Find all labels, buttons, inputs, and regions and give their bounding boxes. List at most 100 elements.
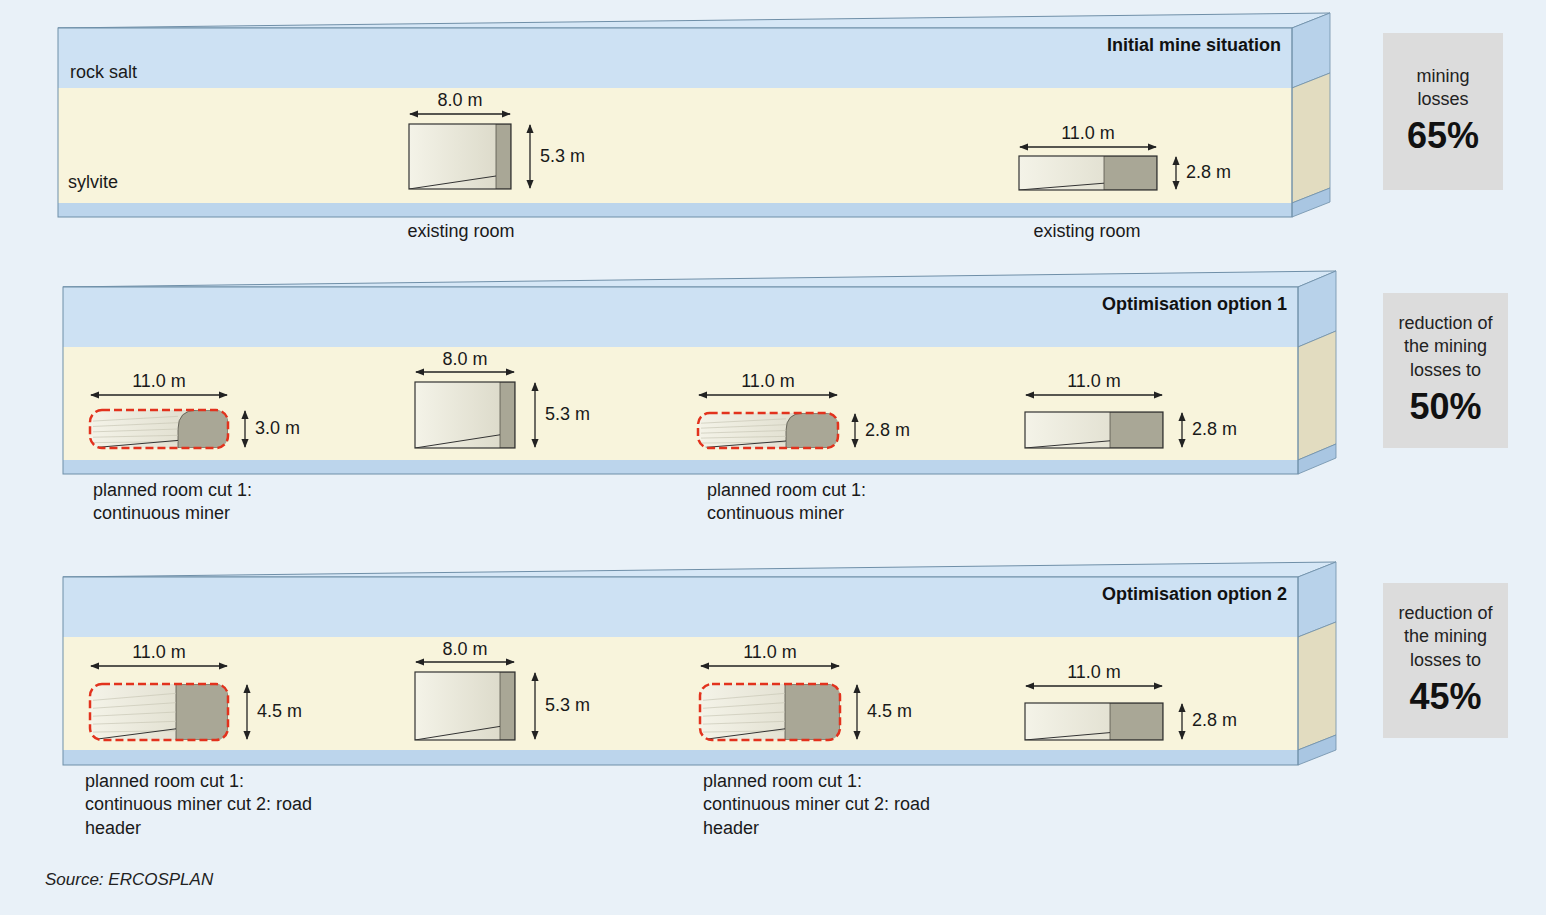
back-wall bbox=[500, 382, 515, 448]
hatch-line bbox=[93, 429, 178, 432]
hatch-line bbox=[93, 416, 178, 421]
dimension-arrow bbox=[91, 394, 227, 395]
hatch-line bbox=[93, 435, 178, 437]
dimension-arrow bbox=[416, 661, 514, 662]
dimension-label: 8.0 m bbox=[442, 349, 487, 371]
rock-section bbox=[63, 562, 1336, 765]
sylvite-layer bbox=[63, 347, 1298, 460]
dimension-label: 2.8 m bbox=[865, 420, 910, 442]
loss-caption: reduction of the mining losses to bbox=[1395, 312, 1496, 382]
planned-room bbox=[90, 684, 228, 740]
planned-outline bbox=[700, 684, 840, 740]
loss-percent: 45% bbox=[1409, 674, 1481, 719]
dimension-arrow bbox=[416, 371, 514, 372]
planned-outline bbox=[698, 413, 838, 448]
layer-name: rock salt bbox=[70, 62, 137, 84]
room-caption: planned room cut 1: continuous miner bbox=[93, 479, 323, 526]
rock-salt-layer bbox=[63, 287, 1298, 347]
section-title: Optimisation option 2 bbox=[1102, 584, 1287, 605]
floor-line bbox=[1019, 183, 1104, 190]
section-panel: Initial mine situation bbox=[58, 28, 1292, 217]
rock-salt-layer bbox=[63, 577, 1298, 637]
dimension-label: 4.5 m bbox=[867, 701, 912, 723]
dimension-arrows bbox=[91, 114, 1182, 739]
base-layer bbox=[58, 203, 1292, 217]
floor-line bbox=[415, 726, 500, 740]
room-caption: planned room cut 1: continuous miner bbox=[707, 479, 937, 526]
dimension-label: 11.0 m bbox=[132, 371, 186, 393]
base-layer bbox=[63, 460, 1298, 474]
dimension-label: 11.0 m bbox=[741, 371, 795, 393]
dimension-label: 8.0 m bbox=[437, 90, 482, 112]
dimension-label: 2.8 m bbox=[1186, 162, 1231, 184]
room-outline bbox=[415, 672, 515, 740]
side-face bbox=[1292, 188, 1330, 217]
dimension-label: 11.0 m bbox=[1061, 123, 1115, 145]
dimension-label: 8.0 m bbox=[442, 639, 487, 661]
back-wall bbox=[1110, 703, 1163, 740]
floor-line bbox=[415, 435, 500, 448]
back-wall bbox=[496, 124, 511, 189]
dimension-label: 2.8 m bbox=[1192, 419, 1237, 441]
room-opening bbox=[415, 382, 515, 448]
existing-room bbox=[415, 382, 515, 448]
dimension-arrow bbox=[854, 414, 855, 447]
floor-line bbox=[1025, 441, 1110, 448]
existing-room bbox=[1019, 156, 1157, 190]
room-opening bbox=[1025, 703, 1163, 740]
hatch-line bbox=[701, 436, 786, 438]
dimension-arrow bbox=[1026, 394, 1162, 395]
back-wall bbox=[785, 684, 840, 740]
back-wall bbox=[176, 684, 228, 740]
existing-room bbox=[409, 124, 511, 189]
dimension-arrow bbox=[1020, 146, 1156, 147]
sylvite-layer bbox=[63, 637, 1298, 750]
dimension-arrow bbox=[246, 685, 247, 739]
section-title: Optimisation option 1 bbox=[1102, 294, 1287, 315]
dimension-arrow bbox=[701, 665, 839, 666]
dimension-arrow bbox=[534, 383, 535, 447]
back-wall bbox=[1110, 412, 1163, 448]
existing-room bbox=[1025, 703, 1163, 740]
planned-outline bbox=[90, 410, 228, 448]
floor-line bbox=[409, 176, 496, 189]
planned-outline bbox=[90, 684, 228, 740]
dimension-arrow bbox=[244, 411, 245, 447]
loss-box: mining losses65% bbox=[1383, 33, 1503, 190]
floor-line bbox=[1025, 733, 1110, 740]
dimension-label: 5.3 m bbox=[545, 404, 590, 426]
section-title: Initial mine situation bbox=[1107, 35, 1281, 56]
side-face bbox=[1298, 444, 1336, 474]
rock-salt-layer bbox=[58, 28, 1292, 88]
room-outline bbox=[415, 382, 515, 448]
dimension-label: 4.5 m bbox=[257, 701, 302, 723]
hatch-line bbox=[93, 712, 176, 716]
room-outline bbox=[1025, 703, 1163, 740]
hatch-line bbox=[93, 423, 178, 427]
top-face bbox=[58, 13, 1330, 28]
room-outline bbox=[1019, 156, 1157, 190]
dimension-label: 11.0 m bbox=[1067, 662, 1121, 684]
room-caption: planned room cut 1: continuous miner cut… bbox=[703, 770, 933, 840]
room-opening bbox=[415, 672, 515, 740]
dimension-label: 5.3 m bbox=[545, 695, 590, 717]
hatch-line bbox=[701, 425, 786, 429]
dimension-label: 3.0 m bbox=[255, 418, 300, 440]
room-opening bbox=[698, 413, 838, 448]
existing-room bbox=[415, 672, 515, 740]
dimension-arrow bbox=[410, 113, 510, 114]
base-layer bbox=[63, 750, 1298, 765]
side-face bbox=[1298, 331, 1336, 460]
dimension-label: 2.8 m bbox=[1192, 710, 1237, 732]
hatch-line bbox=[93, 721, 176, 724]
side-face bbox=[1298, 735, 1336, 765]
dimension-arrow bbox=[1181, 413, 1182, 447]
dimension-label: 11.0 m bbox=[743, 642, 797, 664]
hatch-line bbox=[703, 693, 785, 700]
hatch-line bbox=[703, 703, 785, 709]
room-caption: existing room bbox=[407, 221, 514, 243]
dimension-arrow bbox=[1181, 704, 1182, 739]
floor-line bbox=[700, 729, 785, 740]
top-face bbox=[63, 562, 1336, 577]
